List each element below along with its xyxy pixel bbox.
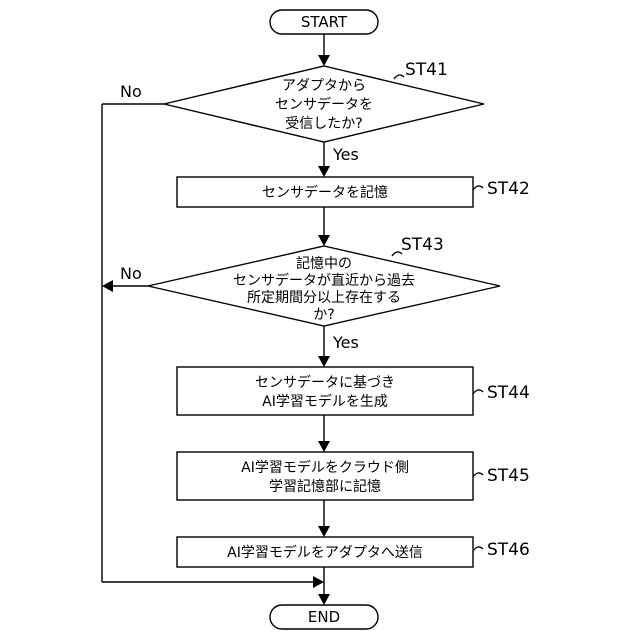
branch-label-st41-yes: Yes: [332, 145, 359, 164]
step-label-leader-st41: [394, 75, 404, 79]
start-label: START: [301, 13, 348, 31]
process-st42-line-1: センサデータを記憶: [262, 184, 388, 201]
branch-label-st41-no: No: [120, 82, 142, 101]
arrowhead-st42: [318, 166, 330, 177]
decision-st43-line-2: センサデータが直近から過去: [233, 272, 415, 289]
process-st45-line-1: AI学習モデルをクラウド側: [241, 459, 409, 476]
arrowhead-st45: [318, 441, 330, 452]
arrowhead-st44: [318, 356, 330, 367]
process-st44-line-2: AI学習モデルを生成: [262, 393, 388, 410]
branch-label-st43-yes: Yes: [332, 333, 359, 352]
arrowhead-end: [318, 594, 330, 605]
end-label: END: [308, 608, 340, 626]
process-st46-line-1: AI学習モデルをアダプタへ送信: [227, 544, 423, 561]
step-id-st45: ST45: [487, 466, 530, 486]
step-label-leader-st44: [473, 390, 483, 394]
arrowhead-st41: [318, 55, 330, 66]
decision-st43-line-3: 所定期間分以上存在する: [247, 290, 401, 306]
step-label-leader-st46: [473, 547, 483, 551]
process-st45-line-2: 学習記憶部に記憶: [269, 478, 381, 495]
step-id-st41: ST41: [405, 60, 448, 80]
step-id-st43: ST43: [401, 235, 444, 255]
step-label-leader-st45: [473, 473, 483, 477]
step-label-leader-st42: [473, 186, 483, 190]
decision-st43-line-1: 記憶中の: [296, 255, 352, 272]
decision-st41-line-1: アダプタから: [282, 78, 366, 94]
branch-label-st43-no: No: [120, 264, 142, 283]
arrowhead-st43-no: [102, 280, 113, 292]
arrowhead-st43: [318, 235, 330, 246]
process-st44-line-1: センサデータに基づき: [255, 374, 395, 391]
arrowhead-return: [313, 576, 324, 588]
step-id-st42: ST42: [487, 179, 530, 199]
decision-st41-line-3: 受信したか?: [285, 116, 362, 132]
step-id-st46: ST46: [487, 540, 530, 560]
arrowhead-st46: [318, 526, 330, 537]
decision-st43-line-4: か?: [313, 307, 334, 323]
step-id-st44: ST44: [487, 383, 530, 403]
decision-st41-line-2: センサデータを: [275, 96, 373, 113]
